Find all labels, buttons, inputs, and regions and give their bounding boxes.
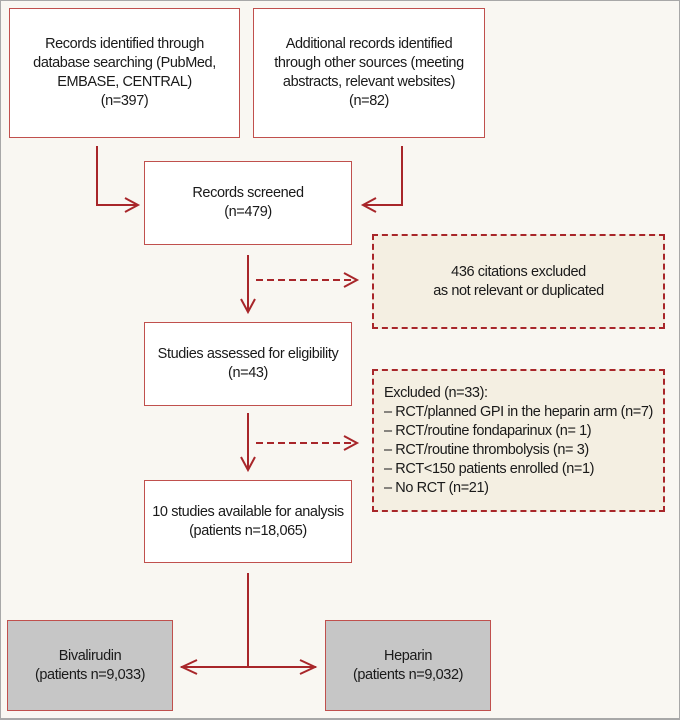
box-line: (n=43) (228, 365, 268, 381)
arrowhead (240, 456, 256, 473)
box-line: as not relevant or duplicated (433, 282, 604, 299)
box-line: abstracts, relevant websites) (282, 74, 456, 90)
records-screened-box: Records screened (n=479) (144, 161, 352, 245)
box-line: (n=479) (224, 204, 272, 220)
arrowhead (299, 659, 318, 675)
arrowhead (343, 435, 360, 451)
box-line: EMBASE, CENTRAL) (57, 74, 192, 90)
box-line: (patients n=9,033) (34, 666, 146, 683)
excluded-studies-box: Excluded (n=33): – RCT/planned GPI in th… (372, 369, 665, 512)
box-line: – RCT/routine thrombolysis (n= 3) (384, 441, 589, 458)
box-line: (n=397) (100, 93, 149, 109)
eligibility-box: Studies assessed for eligibility (n=43) (144, 322, 352, 406)
box-line: – RCT/routine fondaparinux (n= 1) (384, 422, 592, 439)
box-line: Additional records identified (285, 36, 453, 52)
box-line: through other sources (meeting (274, 55, 464, 71)
other-sources-box: Additional records identified through ot… (253, 8, 485, 138)
box-line: – No RCT (n=21) (384, 479, 489, 496)
box-line: Records identified through (45, 36, 204, 52)
box-line: – RCT<150 patients enrolled (n=1) (384, 460, 595, 477)
box-line: Studies assessed for eligibility (157, 346, 339, 362)
arrowhead (124, 197, 141, 213)
arrowhead (179, 659, 198, 675)
box-line: 10 studies available for analysis (152, 503, 344, 520)
box-line: Bivalirudin (58, 647, 122, 664)
box-line: Records screened (192, 185, 304, 201)
box-line: Excluded (n=33): (384, 384, 488, 401)
arrow-other-to-screened (364, 146, 403, 206)
arrowhead (360, 197, 377, 213)
excluded-citations-box: 436 citations excluded as not relevant o… (372, 234, 665, 329)
bivalirudin-box: Bivalirudin (patients n=9,033) (7, 620, 173, 711)
box-line: (patients n=9,032) (352, 666, 464, 683)
box-line: – RCT/planned GPI in the heparin arm (n=… (384, 403, 653, 420)
arrow-db-to-screened (96, 146, 137, 206)
heparin-box: Heparin (patients n=9,032) (325, 620, 491, 711)
box-line: 436 citations excluded (451, 263, 586, 280)
analysis-box: 10 studies available for analysis (patie… (144, 480, 352, 563)
db-search-box: Records identified through database sear… (9, 8, 240, 138)
box-line: (patients n=18,065) (189, 522, 307, 539)
arrowhead (240, 298, 256, 315)
arrowhead (343, 272, 360, 288)
box-line: Heparin (384, 647, 432, 664)
box-line: database searching (PubMed, (33, 55, 216, 71)
box-line: (n=82) (349, 93, 389, 109)
